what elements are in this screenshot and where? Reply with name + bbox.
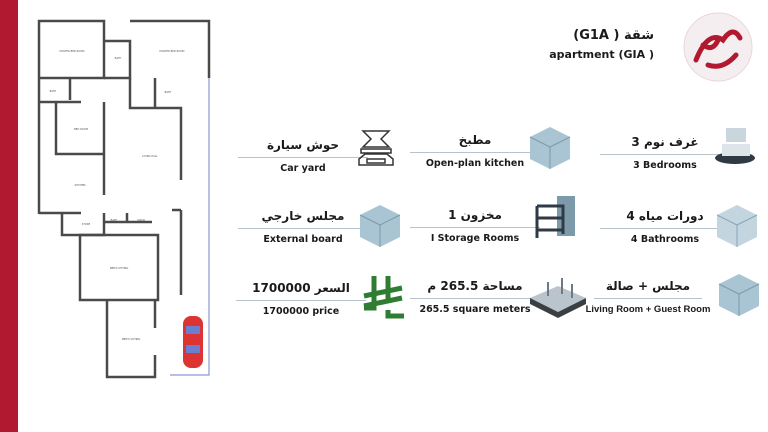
car-icon — [183, 316, 203, 368]
room-label: BATH — [111, 218, 118, 222]
feature-label-ar: حوش سيارة — [266, 138, 340, 152]
feature-external-board: مجلس خارجي External board — [228, 208, 378, 245]
feature-label-ar: مساحة 265.5 م — [427, 279, 523, 293]
room-label: BATH — [115, 56, 122, 60]
room-label: KITCHEN — [75, 183, 86, 187]
divider — [594, 298, 702, 299]
feature-label-en: I Storage Rooms — [430, 233, 520, 244]
room-label: WASH — [137, 218, 145, 222]
feature-label-ar: مجلس + صالة — [605, 279, 691, 293]
listing-title: شقة ( G1A) apartment (GIA ) — [549, 28, 654, 61]
room-label: STORE — [82, 222, 91, 226]
feature-storage: مخزون 1 I Storage Rooms — [400, 207, 550, 244]
room-label: BED ROOM — [74, 127, 88, 131]
divider — [238, 228, 368, 229]
divider — [236, 300, 366, 301]
feature-label-ar: مجلس خارجي — [261, 209, 345, 223]
feature-label-ar: دورات مياه 4 — [626, 209, 704, 223]
room-label: MEN'S SITTING — [122, 337, 141, 341]
living-room-icon — [718, 274, 760, 316]
sitting-room-icon — [359, 205, 401, 247]
divider — [600, 154, 730, 155]
room-label: MASTER BED ROOM — [60, 49, 85, 53]
bathroom-icon — [716, 205, 758, 247]
feature-label-ar: مخزون 1 — [448, 208, 502, 222]
room-label: BATH — [50, 89, 57, 93]
feature-label-en: 4 Bathrooms — [630, 234, 700, 245]
room-label: MEN'S SITTING — [110, 266, 129, 270]
feature-label-en: Car yard — [280, 163, 326, 174]
feature-label-en: Open-plan kitchen — [425, 158, 525, 169]
room-label: MASTER BED ROOM — [160, 49, 185, 53]
feature-label-en: 265.5 square meters — [419, 304, 531, 315]
divider — [410, 298, 540, 299]
feature-car-yard: حوش سيارة Car yard — [228, 137, 378, 174]
feature-label-ar: غرف نوم 3 — [631, 135, 699, 149]
title-arabic: شقة ( G1A) — [573, 28, 654, 43]
feature-label-en: 1700000 price — [262, 306, 340, 317]
car-lift-icon — [358, 130, 394, 166]
title-english: apartment (GIA ) — [549, 48, 654, 61]
storage-icon — [535, 196, 575, 238]
kitchen-icon — [529, 127, 571, 169]
riyal-icon — [363, 276, 404, 319]
divider — [238, 157, 368, 158]
divider — [410, 152, 540, 153]
room-label: LIVING HALL — [142, 154, 158, 158]
room-label: BATH — [165, 90, 172, 94]
feature-label-en: External board — [263, 234, 343, 245]
feature-label-ar: مطبخ — [458, 133, 492, 147]
floor-plan: MASTER BED ROOM BATH MASTER BED ROOM BAT… — [37, 19, 211, 379]
area-model-icon — [530, 278, 586, 318]
bedroom-icon — [715, 128, 755, 164]
feature-bedrooms: غرف نوم 3 3 Bedrooms — [590, 134, 740, 171]
feature-label-ar: السعر 1700000 — [252, 281, 350, 295]
brand-sidebar-bar — [0, 0, 18, 432]
feature-living-guest-room: مجلس + صالة Living Room + Guest Room — [584, 278, 712, 315]
feature-kitchen: مطبخ Open-plan kitchen — [400, 132, 550, 169]
divider — [600, 228, 730, 229]
divider — [410, 227, 540, 228]
feature-price: السعر 1700000 1700000 price — [226, 280, 376, 317]
feature-label-en: Living Room + Guest Room — [585, 304, 711, 315]
feature-bathrooms: دورات مياه 4 4 Bathrooms — [590, 208, 740, 245]
feature-area: مساحة 265.5 م 265.5 square meters — [400, 278, 550, 315]
feature-label-en: 3 Bedrooms — [633, 160, 697, 171]
brand-logo — [683, 12, 753, 82]
